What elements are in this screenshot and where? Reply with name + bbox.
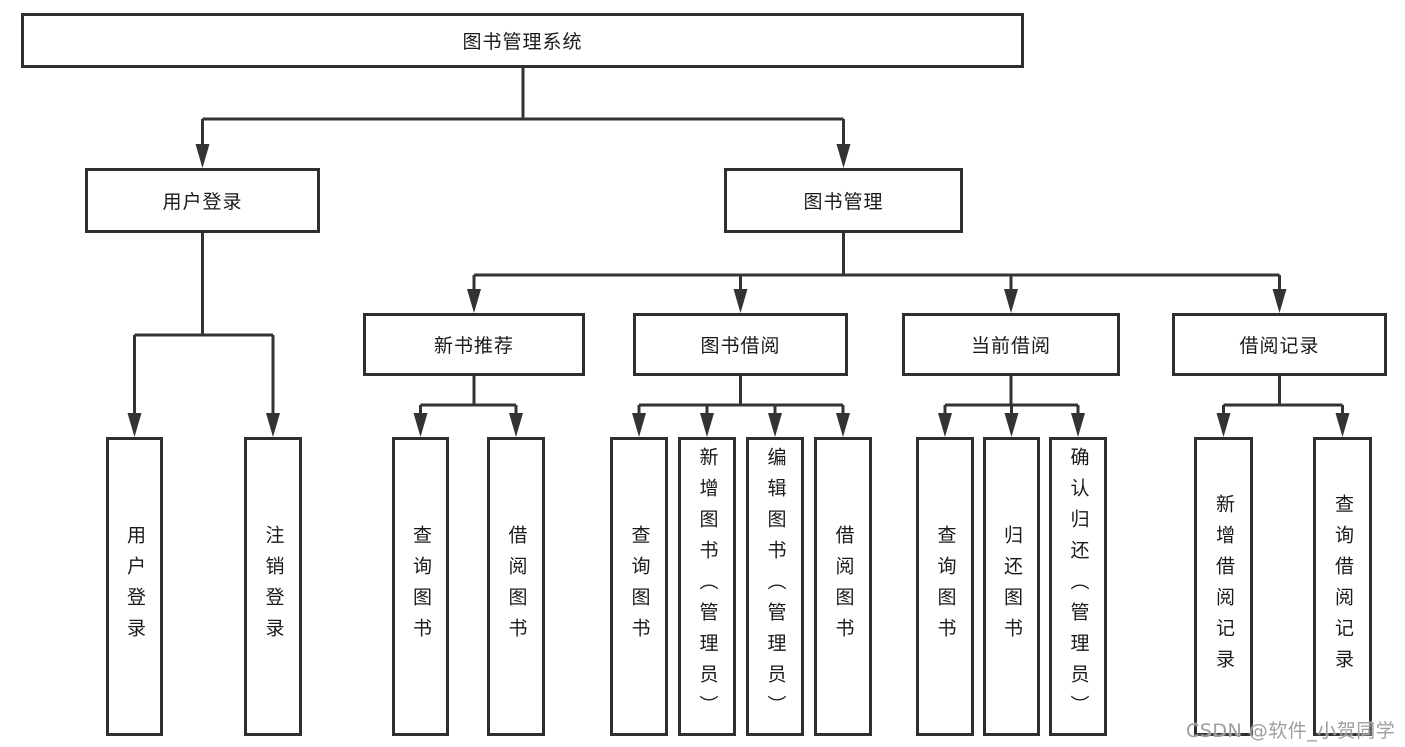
leaf-return-books: 归还图书 xyxy=(983,437,1040,736)
leaf-borrow-books-recommend: 借阅图书 xyxy=(487,437,545,736)
node-book-borrowing: 图书借阅 xyxy=(633,313,848,376)
node-current-borrowing: 当前借阅 xyxy=(902,313,1120,376)
leaf-query-books-recommend: 查询图书 xyxy=(392,437,449,736)
csdn-watermark: CSDN @软件_小贺同学 xyxy=(1186,720,1396,742)
leaf-query-books-current: 查询图书 xyxy=(916,437,974,736)
node-book-management: 图书管理 xyxy=(724,168,963,233)
node-new-book-recommendation: 新书推荐 xyxy=(363,313,585,376)
leaf-user-login: 用户登录 xyxy=(106,437,163,736)
leaf-confirm-return-admin: 确认归还（管理员） xyxy=(1049,437,1107,736)
leaf-logout: 注销登录 xyxy=(244,437,302,736)
node-borrowing-records: 借阅记录 xyxy=(1172,313,1387,376)
node-user-login: 用户登录 xyxy=(85,168,320,233)
leaf-query-borrow-record: 查询借阅记录 xyxy=(1313,437,1372,736)
leaf-edit-books-admin: 编辑图书（管理员） xyxy=(746,437,804,736)
leaf-add-books-admin: 新增图书（管理员） xyxy=(678,437,736,736)
leaf-borrow-books-borrowing: 借阅图书 xyxy=(814,437,872,736)
leaf-query-books-borrowing: 查询图书 xyxy=(610,437,668,736)
leaf-add-borrow-record: 新增借阅记录 xyxy=(1194,437,1253,736)
node-library-management-system: 图书管理系统 xyxy=(21,13,1024,68)
